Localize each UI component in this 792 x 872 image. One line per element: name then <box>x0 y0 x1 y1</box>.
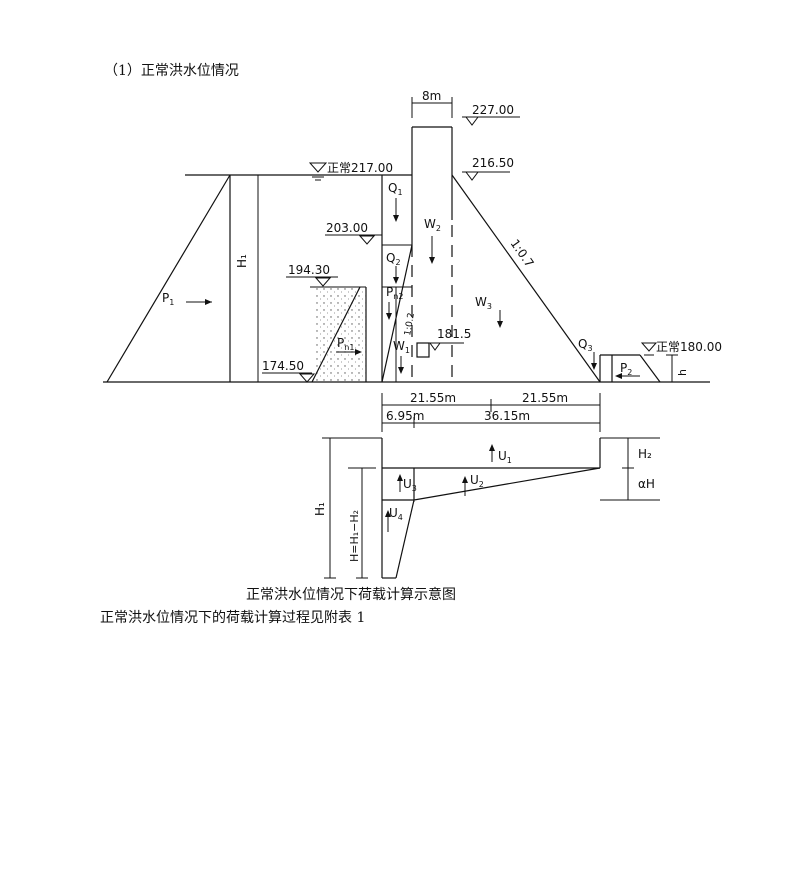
calculation-note: 正常洪水位情况下的荷载计算过程见附表 1 <box>100 610 366 626</box>
h1-label: H₁ <box>235 254 249 268</box>
elev-base: 174.50 <box>262 359 304 373</box>
crest-width-label: 8m <box>422 89 441 103</box>
q3-label: Q3 <box>578 337 593 353</box>
downstream-slope-label: 1:0.7 <box>508 237 537 270</box>
h-expression-label: H=H₁−H₂ <box>348 510 361 562</box>
ah-label: αH <box>638 477 655 491</box>
dam-downstream-slope <box>451 174 601 383</box>
gallery-offset: 6.95m <box>386 409 424 423</box>
elev-silt-top-2: 194.30 <box>288 263 330 277</box>
p1-pressure-edge <box>106 174 231 383</box>
h2-label: H₂ <box>638 447 652 461</box>
u4-label: U4 <box>389 506 403 522</box>
pn1-pressure-edge <box>311 286 361 383</box>
uplift-u4-slope <box>395 499 415 579</box>
upstream-slope-line <box>381 244 413 383</box>
w2-label: W2 <box>424 217 441 233</box>
q1-label: Q1 <box>388 181 403 197</box>
elev-gallery: 181.5 <box>437 327 471 341</box>
elev-downstream-water: 正常180.00 <box>656 340 722 354</box>
w3-label: W3 <box>475 295 492 311</box>
u2-label: U2 <box>470 473 484 489</box>
u3-label: U3 <box>403 477 417 493</box>
pn2-label: Pn2 <box>386 285 403 301</box>
diagram-caption: 正常洪水位情况下荷载计算示意图 <box>246 587 456 603</box>
silt-zone <box>314 287 366 382</box>
elev-upstream-water: 正常217.00 <box>327 161 393 175</box>
gallery <box>416 342 430 358</box>
h-label: h <box>676 369 689 376</box>
w1-label: W1 <box>393 339 410 355</box>
h1-uplift-label: H₁ <box>313 502 327 516</box>
q2-label: Q2 <box>386 251 401 267</box>
uplift-u2-slope <box>413 467 601 501</box>
upstream-slope-label: 1:0.2 <box>403 312 417 336</box>
base-half-left: 21.55m <box>410 391 456 405</box>
p1-label: P1 <box>162 291 174 307</box>
elev-crest: 227.00 <box>472 103 514 117</box>
base-half-right: 21.55m <box>522 391 568 405</box>
p2-pressure-edge <box>639 354 661 383</box>
p2-label: P2 <box>620 361 632 377</box>
gallery-to-toe: 36.15m <box>484 409 530 423</box>
elev-downstream-top: 216.50 <box>472 156 514 170</box>
elev-silt-top-1: 203.00 <box>326 221 368 235</box>
pn1-label: Pn1 <box>337 336 354 352</box>
section-heading: （1）正常洪水位情况 <box>104 63 239 79</box>
u1-label: U1 <box>498 449 512 465</box>
